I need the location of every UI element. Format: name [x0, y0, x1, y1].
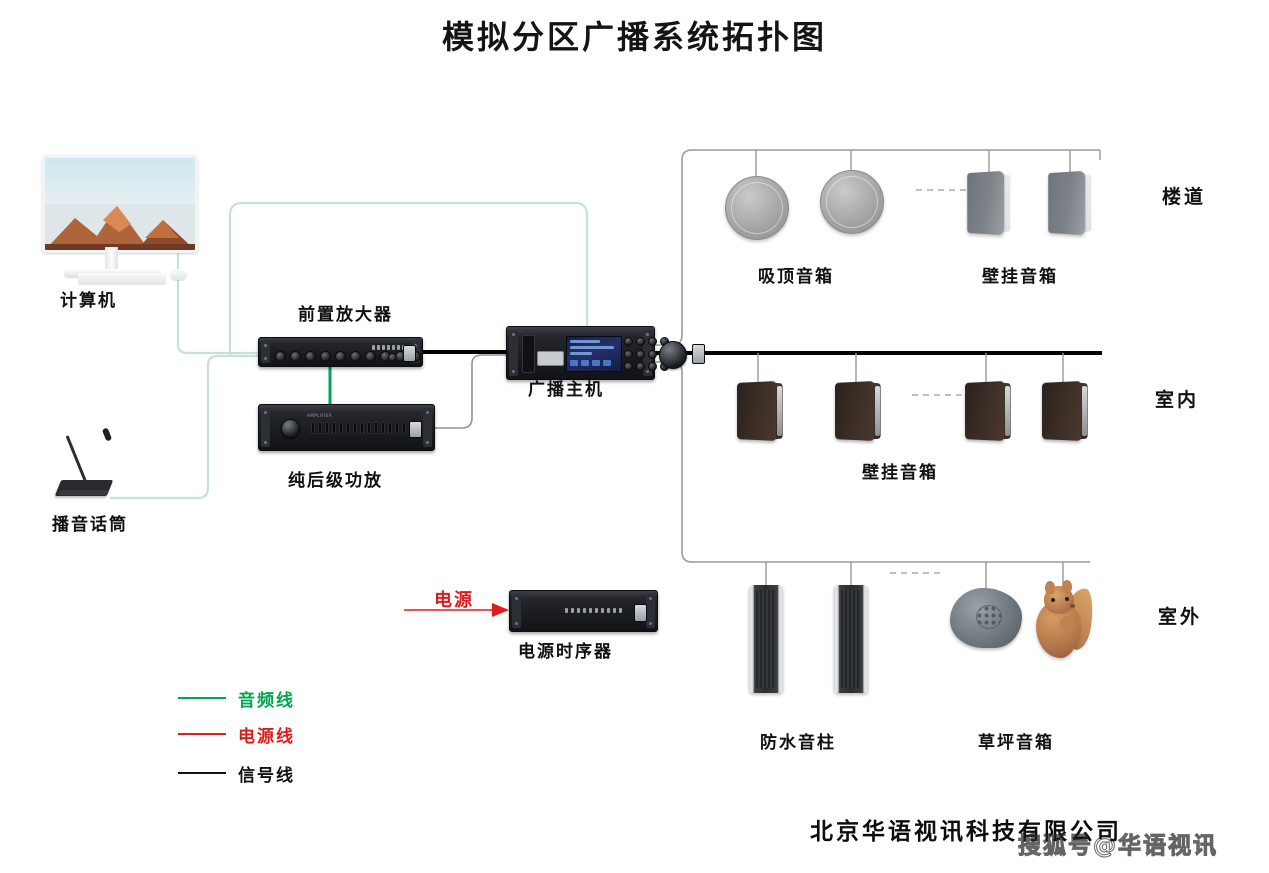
speaker-mount-plate [777, 386, 782, 436]
power-sequencer-label: 电源时序器 [518, 642, 613, 662]
page-title: 模拟分区广播系统拓扑图 [441, 18, 827, 56]
ceiling-speaker [820, 170, 884, 234]
rack-ear-right [423, 408, 432, 447]
power-amp-vents [311, 422, 420, 434]
waterproof-column [834, 585, 868, 693]
microphone-node [54, 427, 118, 500]
microphone-base-edge [58, 490, 110, 495]
speaker-grille [1042, 381, 1082, 441]
preamp-label: 前置放大器 [298, 305, 393, 325]
power-amp-brand: AMPLIFIER [307, 413, 333, 418]
wall-speaker-dark [1041, 381, 1089, 442]
power-amp-power-switch [409, 421, 422, 438]
rack-ear-left [261, 341, 270, 363]
speaker-grille [967, 170, 1005, 236]
host-rotary-knob [659, 341, 687, 369]
squirrel-eye [1051, 598, 1055, 602]
lawn-speaker-label: 草坪音箱 [978, 733, 1054, 753]
power-input-label: 电源 [434, 590, 474, 611]
computer-label: 计算机 [60, 291, 117, 311]
host-cassette-bay [537, 351, 564, 366]
squirrel-ear [1062, 580, 1072, 593]
legend-item-signal-line: 信号线 [178, 752, 295, 794]
wall-speaker-white [966, 170, 1012, 236]
sequencer-power-switch [634, 604, 647, 622]
wall-speaker-dark-label: 壁挂音箱 [862, 463, 938, 483]
legend-label-signal: 信号线 [238, 765, 295, 786]
preamp-jack [388, 353, 397, 362]
squirrel-ear [1045, 581, 1055, 594]
lawn-speaker-rock [950, 588, 1022, 648]
computer-node [42, 155, 198, 285]
preamp-device [258, 337, 423, 367]
wall-speaker-white [1047, 170, 1093, 236]
legend-label-audio: 音频线 [238, 690, 295, 711]
host-slot [522, 335, 535, 373]
wall-speaker-white-label: 壁挂音箱 [982, 267, 1058, 287]
monitor-stand [105, 247, 118, 271]
wall-speaker-dark [834, 381, 882, 442]
mouse [170, 269, 187, 280]
zone-label-indoor: 室内 [1155, 389, 1200, 411]
preamp-power-switch [403, 345, 416, 362]
host-display [566, 336, 622, 372]
preamp-knob-row [275, 351, 421, 362]
legend-item-power-line: 电源线 [178, 716, 295, 752]
microphone-label: 播音话筒 [52, 515, 128, 535]
wall-speaker-dark [964, 381, 1012, 442]
rack-ear-left [261, 408, 270, 447]
ceiling-speaker [725, 176, 789, 240]
speaker-grille [1048, 170, 1086, 236]
rack-ear-right [643, 330, 652, 376]
microphone-gooseneck [65, 435, 88, 485]
audio-line-microphone [110, 354, 258, 500]
company-name: 北京华语视讯科技有限公司 [810, 818, 1122, 845]
audio-line-upper-loop [228, 201, 589, 357]
legend-swatch-audio [178, 697, 226, 699]
speaker-mount-plate [875, 386, 880, 436]
legend-swatch-power [178, 733, 226, 735]
host-power-switch [692, 344, 705, 364]
signal-line-corridor-branch [652, 149, 1100, 346]
legend-swatch-signal [178, 772, 226, 774]
legend-label-power: 电源线 [238, 726, 295, 747]
ceiling-speaker-label: 吸顶音箱 [758, 267, 834, 287]
keyboard [78, 273, 166, 284]
wallpaper-mountain [45, 198, 195, 250]
rack-ear-left [512, 594, 521, 628]
computer-monitor [42, 155, 198, 253]
broadcast-host-device [506, 326, 705, 380]
legend-item-audio-line: 音频线 [178, 680, 295, 716]
power-sequencer-device [509, 590, 658, 632]
rack-ear-right [646, 594, 655, 628]
rack-ear-left [509, 330, 518, 376]
zone-label-outdoor: 室外 [1158, 606, 1203, 628]
speaker-mount-plate [1005, 386, 1010, 436]
squirrel-paw [1060, 616, 1073, 631]
power-amp-label: 纯后级功放 [288, 471, 383, 491]
microphone-capsule [101, 427, 113, 442]
power-arrow-icon [492, 603, 509, 617]
waterproof-column [749, 585, 783, 693]
speaker-grille [835, 381, 875, 441]
waterproof-column-label: 防水音柱 [760, 733, 836, 753]
signal-line-amp-to-host [432, 354, 506, 429]
legend: 音频线 电源线 信号线 [178, 680, 295, 794]
squirrel-eye [1065, 597, 1069, 601]
squirrel-nose [1070, 604, 1075, 608]
power-amp-volume-knob [281, 419, 300, 438]
broadcast-host-label: 广播主机 [528, 380, 604, 400]
watermark: 搜狐号@华语视讯 [1018, 833, 1218, 860]
power-amp-device: AMPLIFIER [258, 404, 435, 451]
zone-label-corridor: 楼道 [1162, 186, 1207, 208]
wall-speaker-dark [736, 381, 784, 442]
wallpaper-sky [45, 158, 195, 204]
speaker-mount-plate [1082, 386, 1087, 436]
speaker-grille [965, 381, 1005, 441]
lawn-speaker-squirrel [1030, 578, 1097, 660]
speaker-grille [737, 381, 777, 441]
sequencer-channel-leds [565, 608, 622, 613]
